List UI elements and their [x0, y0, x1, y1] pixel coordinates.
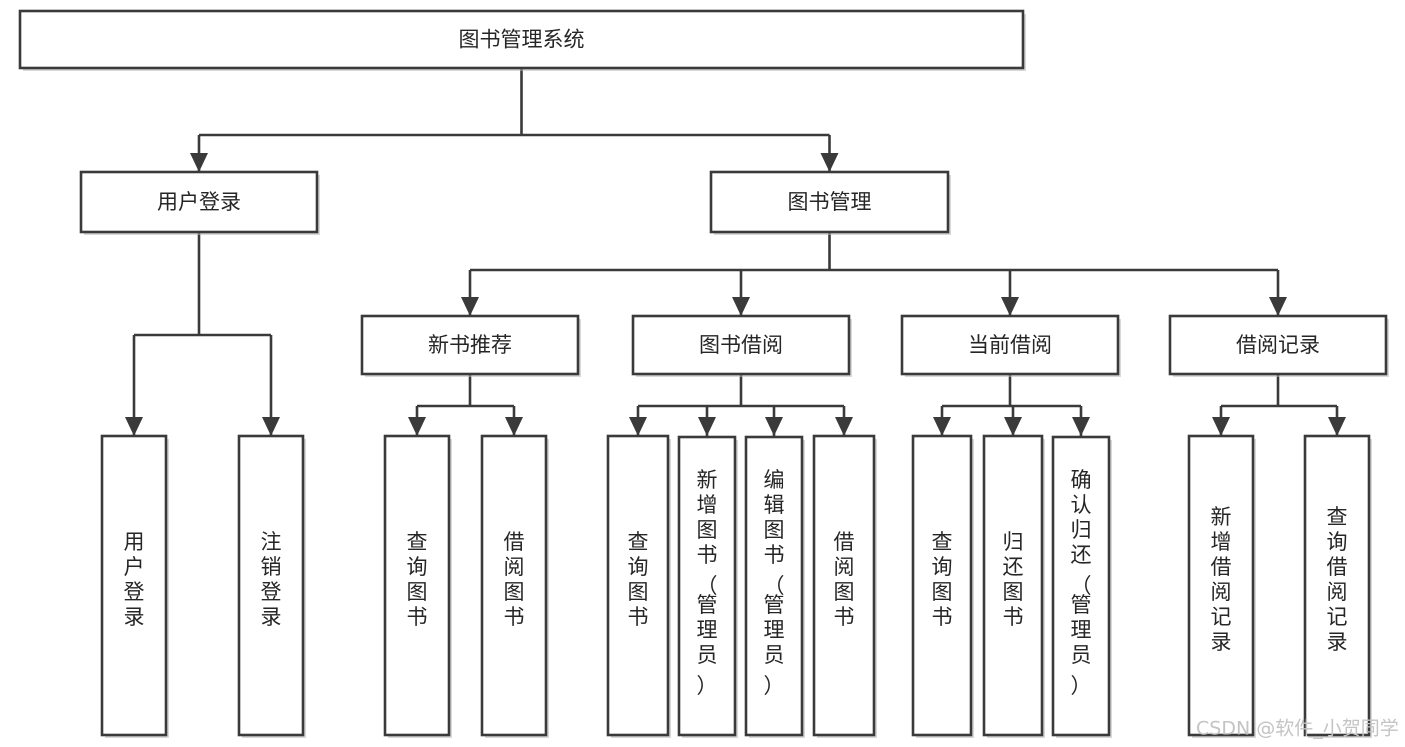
leaf-query-book-rec-label: 查询图书 — [407, 530, 428, 629]
leaf-query-book-rec[interactable] — [383, 434, 452, 738]
leaf-query-record[interactable] — [1303, 434, 1372, 738]
node-current-borrowing-label: 当前借阅 — [968, 333, 1052, 357]
arrow-head-icon — [1328, 417, 1346, 436]
leaf-query-book-cur[interactable] — [911, 434, 974, 738]
node-layer: 图书管理系统用户登录图书管理新书推荐图书借阅当前借阅借阅记录用户登录注销登录查询… — [18, 9, 1389, 738]
leaf-add-book[interactable] — [677, 435, 738, 738]
arrow-head-icon — [1001, 297, 1019, 316]
node-borrow-record[interactable]: 借阅记录 — [1168, 314, 1389, 377]
arrow-head-icon — [1004, 417, 1022, 436]
node-user-login-label: 用户登录 — [157, 190, 241, 214]
leaf-logout-label: 注销登录 — [261, 530, 282, 629]
node-book-management-system-label: 图书管理系统 — [459, 28, 585, 52]
node-book-management[interactable]: 图书管理 — [709, 170, 951, 235]
arrow-head-icon — [732, 297, 750, 316]
leaf-edit-book[interactable] — [744, 435, 805, 738]
node-user-login[interactable]: 用户登录 — [79, 170, 320, 235]
node-current-borrowing[interactable]: 当前借阅 — [900, 314, 1121, 377]
leaf-query-book-lend[interactable] — [606, 434, 671, 738]
leaf-add-record[interactable] — [1187, 434, 1256, 738]
node-book-borrowing[interactable]: 图书借阅 — [631, 314, 852, 377]
leaf-borrow-book-rec-label: 借阅图书 — [504, 530, 525, 629]
leaf-borrow-book-lend[interactable] — [812, 434, 877, 738]
leaf-add-record-label: 新增借阅记录 — [1211, 505, 1232, 654]
leaf-borrow-book-rec[interactable] — [480, 434, 549, 738]
leaf-user-login-label: 用户登录 — [124, 530, 145, 629]
leaf-borrow-book-lend-label: 借阅图书 — [834, 530, 855, 629]
node-book-management-system[interactable]: 图书管理系统 — [18, 9, 1026, 71]
arrow-head-icon — [125, 417, 143, 436]
arrow-head-icon — [1072, 417, 1090, 436]
node-new-book-recommendation-label: 新书推荐 — [428, 333, 512, 357]
leaf-confirm-return[interactable] — [1051, 435, 1112, 738]
leaf-confirm-return-label: 确认归还（管理员） — [1071, 468, 1092, 698]
arrow-head-icon — [408, 417, 426, 436]
watermark-label: CSDN @软件_小贺同学 — [1196, 718, 1399, 740]
arrow-head-icon — [629, 417, 647, 436]
leaf-return-book-label: 归还图书 — [1003, 530, 1024, 629]
node-new-book-recommendation[interactable]: 新书推荐 — [360, 314, 581, 377]
leaf-add-book-label: 新增图书（管理员） — [697, 468, 718, 698]
node-book-borrowing-label: 图书借阅 — [699, 333, 783, 357]
leaf-edit-book-label: 编辑图书（管理员） — [764, 468, 785, 698]
arrow-head-icon — [1212, 417, 1230, 436]
leaf-query-record-label: 查询借阅记录 — [1327, 505, 1348, 654]
leaf-user-login[interactable] — [100, 434, 169, 738]
leaf-return-book[interactable] — [982, 434, 1045, 738]
arrow-head-icon — [820, 153, 839, 172]
leaf-logout[interactable] — [237, 434, 306, 738]
arrow-head-icon — [933, 417, 951, 436]
node-book-management-label: 图书管理 — [788, 190, 872, 214]
arrow-head-icon — [835, 417, 853, 436]
arrow-head-icon — [190, 153, 208, 172]
arrow-head-icon — [765, 417, 783, 436]
arrow-head-icon — [505, 417, 523, 436]
arrow-head-icon — [461, 297, 479, 316]
connector-layer — [125, 68, 1346, 436]
leaf-query-book-cur-label: 查询图书 — [932, 530, 953, 629]
leaf-query-book-lend-label: 查询图书 — [628, 530, 649, 629]
arrow-head-icon — [698, 417, 716, 436]
node-borrow-record-label: 借阅记录 — [1236, 333, 1320, 357]
arrow-head-icon — [262, 417, 280, 436]
arrow-head-icon — [1269, 297, 1287, 316]
